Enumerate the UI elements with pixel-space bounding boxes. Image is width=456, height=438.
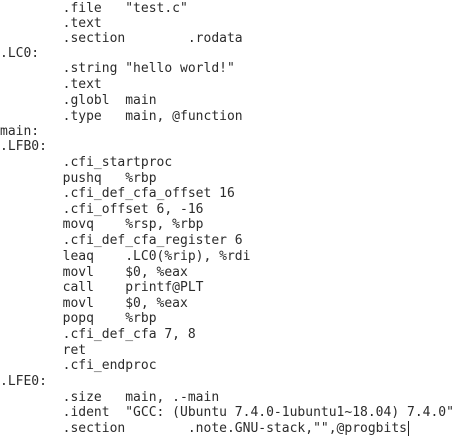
- code-line: .file "test.c": [0, 1, 188, 16]
- code-line: .LC0:: [0, 46, 40, 61]
- code-line: ret: [0, 343, 87, 358]
- code-line: leaq .LC0(%rip), %rdi: [0, 249, 251, 264]
- code-line: .string "hello world!": [0, 61, 235, 76]
- code-line: .type main, @function: [0, 109, 243, 124]
- code-line: movq %rsp, %rbp: [0, 217, 204, 232]
- text-cursor: [408, 421, 409, 436]
- code-line: .cfi_def_cfa_offset 16: [0, 186, 235, 201]
- code-line: .text: [0, 77, 102, 92]
- code-line: main:: [0, 124, 40, 139]
- code-line: .cfi_startproc: [0, 155, 173, 170]
- code-line: .ident "GCC: (Ubuntu 7.4.0-1ubuntu1~18.0…: [0, 405, 454, 420]
- code-line: .section .rodata: [0, 31, 243, 46]
- code-line: .cfi_def_cfa_register 6: [0, 233, 243, 248]
- code-line: movl $0, %eax: [0, 296, 188, 311]
- code-line: .cfi_offset 6, -16: [0, 202, 204, 217]
- code-line: .LFB0:: [0, 139, 47, 154]
- code-line: .LFE0:: [0, 374, 47, 389]
- code-line: .cfi_endproc: [0, 358, 157, 373]
- code-line: .cfi_def_cfa 7, 8: [0, 327, 196, 342]
- code-line: popq %rbp: [0, 311, 157, 326]
- code-line: .size main, .-main: [0, 390, 220, 405]
- code-line: movl $0, %eax: [0, 265, 188, 280]
- code-line: .text: [0, 16, 102, 31]
- code-line: .globl main: [0, 93, 157, 108]
- code-line: .section .note.GNU-stack,"",@progbits: [0, 421, 407, 436]
- code-line: call printf@PLT: [0, 280, 204, 295]
- code-line: pushq %rbp: [0, 171, 157, 186]
